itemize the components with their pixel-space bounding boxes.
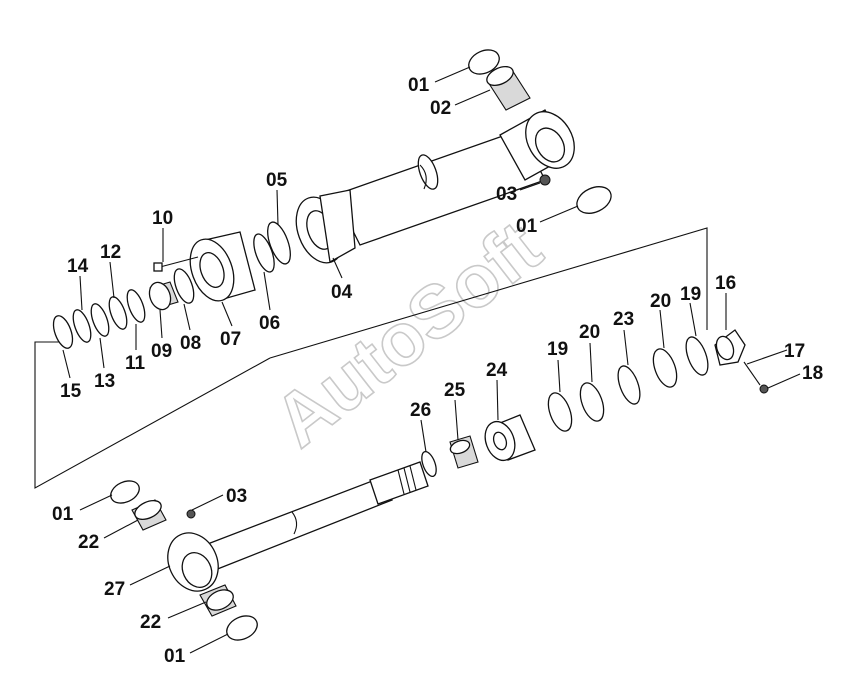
ring-15	[52, 315, 74, 349]
piston-rod	[204, 461, 429, 571]
screw-17	[743, 361, 761, 386]
label-01-bottom-upper: 01	[52, 504, 74, 525]
gland-07	[189, 231, 256, 302]
bolt-10	[153, 256, 199, 272]
piston-nut-25	[449, 435, 479, 469]
label-02: 02	[430, 98, 451, 119]
label-27: 27	[104, 579, 125, 600]
label-10: 10	[152, 208, 173, 229]
seal-01-bottom-upper	[110, 480, 140, 504]
label-20-left: 20	[579, 322, 600, 343]
ring-20-left	[579, 382, 605, 422]
grease-nipple-03-bottom	[186, 509, 196, 519]
label-24: 24	[486, 360, 508, 381]
label-01-top: 01	[408, 75, 430, 96]
label-26: 26	[410, 400, 431, 421]
ring-20-right	[652, 348, 678, 388]
boundary-line-top	[269, 227, 708, 359]
ring-19-right	[685, 336, 709, 376]
label-19-left: 19	[547, 339, 568, 360]
piston-24	[484, 414, 536, 462]
label-15: 15	[60, 381, 82, 402]
ring-13	[90, 303, 110, 337]
boundary-line-left	[34, 341, 271, 489]
label-23: 23	[613, 309, 634, 330]
label-03-bottom: 03	[226, 486, 247, 507]
bushing-22-upper	[131, 499, 167, 531]
bushing-02-top	[486, 65, 531, 111]
ring-19-left	[547, 392, 573, 432]
tube-flange-04	[295, 189, 356, 264]
label-17: 17	[784, 341, 805, 362]
ring-11	[126, 289, 146, 323]
label-06: 06	[259, 313, 280, 334]
label-18: 18	[802, 363, 823, 384]
label-01-right: 01	[516, 216, 538, 237]
ring-12	[108, 296, 128, 330]
label-22-upper: 22	[78, 532, 99, 553]
label-13: 13	[94, 371, 115, 392]
ring-05	[267, 221, 291, 265]
ring-06	[253, 233, 275, 273]
ring-14	[72, 309, 92, 343]
leader-lines	[62, 66, 801, 654]
nut-16	[714, 329, 746, 366]
bushing-22-lower	[199, 584, 237, 617]
label-09: 09	[151, 341, 172, 362]
bushing-09	[148, 281, 179, 311]
label-07: 07	[220, 329, 241, 350]
seal-01-top	[468, 49, 500, 75]
label-01-bottom-lower: 01	[164, 646, 186, 667]
label-12: 12	[100, 242, 121, 263]
ring-23	[617, 365, 641, 405]
label-08: 08	[180, 333, 201, 354]
rod-eye-27	[167, 532, 219, 592]
label-14: 14	[67, 256, 89, 277]
grease-nipple-03-top	[539, 174, 551, 186]
label-22-lower: 22	[140, 612, 161, 633]
label-04: 04	[331, 282, 353, 303]
label-25: 25	[444, 380, 466, 401]
label-19-right: 19	[680, 284, 701, 305]
seal-01-right	[576, 186, 612, 214]
rod-eye-top	[525, 111, 575, 169]
ring-26	[421, 450, 437, 478]
label-11: 11	[125, 353, 146, 374]
label-16: 16	[715, 273, 736, 294]
label-05: 05	[266, 170, 288, 191]
label-03-top: 03	[496, 184, 517, 205]
seal-01-bottom-lower	[226, 615, 258, 641]
ball-18	[759, 384, 769, 394]
label-20-right: 20	[650, 291, 671, 312]
ring-08	[173, 268, 195, 304]
